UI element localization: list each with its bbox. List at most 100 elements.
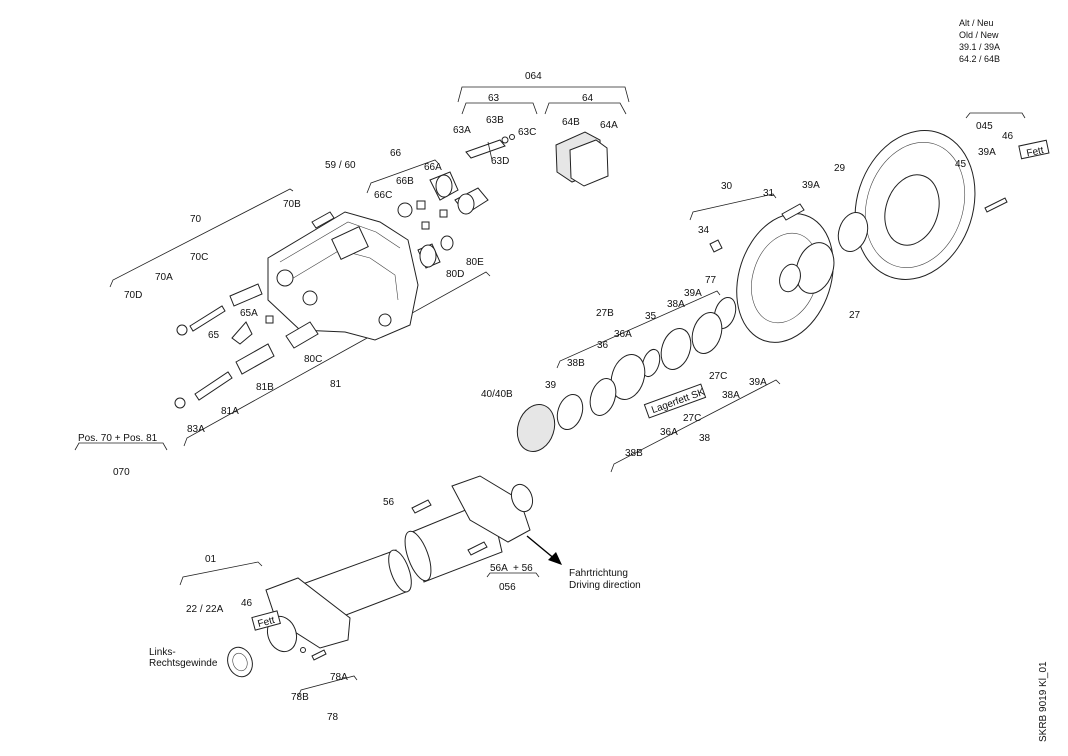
part-66C bbox=[397, 202, 413, 218]
label-01: 01 bbox=[205, 554, 217, 565]
fett-tag-1 bbox=[1018, 139, 1050, 160]
label-63B: 63B bbox=[486, 115, 504, 126]
label-66: 66 bbox=[390, 148, 402, 159]
brake-pad-front bbox=[569, 139, 609, 187]
old-new-legend: Alt / Neu Old / New 39.1 / 39A 64.2 / 64… bbox=[959, 18, 1000, 64]
label-64: 64 bbox=[582, 93, 594, 104]
label-driving-direction: Driving direction bbox=[569, 580, 641, 591]
label-70C: 70C bbox=[190, 252, 208, 263]
label-35: 35 bbox=[645, 311, 657, 322]
bracket-78 bbox=[297, 675, 358, 698]
legend-line-3: 39.1 / 39A bbox=[959, 42, 1000, 52]
label-36A-a: 36A bbox=[614, 329, 632, 340]
label-27B: 27B bbox=[596, 308, 614, 319]
bolt-56 bbox=[411, 499, 432, 514]
label-38A-a: 38A bbox=[667, 299, 685, 310]
label-27: 27 bbox=[849, 310, 861, 321]
label-36A-b: 36A bbox=[660, 427, 678, 438]
caliper-window bbox=[331, 226, 369, 260]
label-65A: 65A bbox=[240, 308, 258, 319]
stud-31 bbox=[781, 203, 805, 221]
axle-stub-group: 56 56A + 56 056 Fahrtrichtung Driving di… bbox=[383, 475, 641, 593]
label-64B: 64B bbox=[562, 117, 580, 128]
legend-line-4: 64.2 / 64B bbox=[959, 54, 1000, 64]
label-70: 70 bbox=[190, 214, 202, 225]
caliper-bore-2 bbox=[302, 290, 318, 306]
label-39A-a: 39A bbox=[978, 147, 996, 158]
label-81: 81 bbox=[330, 379, 342, 390]
nut-22 bbox=[227, 646, 253, 678]
label-66A: 66A bbox=[424, 162, 442, 173]
hub-bore bbox=[779, 263, 801, 293]
label-39A-b: 39A bbox=[802, 180, 820, 191]
part-66-boot-ring bbox=[457, 193, 475, 215]
caliper-housing bbox=[267, 211, 419, 341]
caliper-detail-1 bbox=[279, 221, 401, 263]
bracket-66 bbox=[366, 159, 439, 194]
label-38: 38 bbox=[699, 433, 711, 444]
bracket-63 bbox=[461, 102, 538, 115]
label-78A: 78A bbox=[330, 672, 348, 683]
label-30: 30 bbox=[721, 181, 733, 192]
part-66B bbox=[416, 200, 426, 210]
axle-group-01: Fett 01 22 / 22A 46 Links- Rechtsgewinde… bbox=[149, 549, 412, 723]
brake-pad-group-064: 064 63 64 63B 63A 63C 63D 64B 64A bbox=[453, 71, 630, 187]
label-65: 65 bbox=[208, 330, 220, 341]
label-40-40B: 40/40B bbox=[481, 389, 513, 400]
fett-label-2: Fett bbox=[257, 615, 277, 630]
label-80E: 80E bbox=[466, 257, 484, 268]
label-66C: 66C bbox=[374, 190, 392, 201]
cap-83A bbox=[174, 397, 186, 409]
part-65A bbox=[265, 315, 274, 324]
sleeve-80C bbox=[285, 321, 319, 349]
label-80D: 80D bbox=[446, 269, 464, 280]
label-38A-b: 38A bbox=[722, 390, 740, 401]
label-63D: 63D bbox=[491, 156, 509, 167]
label-70D: 70D bbox=[124, 290, 142, 301]
nut-22-inner bbox=[232, 652, 248, 672]
sleeve-70C bbox=[229, 283, 263, 307]
caliper-detail-2 bbox=[289, 249, 399, 301]
label-56: 56 bbox=[383, 497, 395, 508]
label-63C: 63C bbox=[518, 127, 536, 138]
bolt-56A bbox=[467, 541, 488, 556]
bearing-group: Lagerfett SK 77 39A 27B 38A 35 36A 36 38… bbox=[481, 275, 781, 473]
label-064: 064 bbox=[525, 71, 542, 82]
label-66B: 66B bbox=[396, 176, 414, 187]
label-46-b: 46 bbox=[241, 598, 253, 609]
driving-direction-arrow-line bbox=[526, 535, 557, 561]
caliper-bore-1 bbox=[276, 269, 294, 287]
label-70B: 70B bbox=[283, 199, 301, 210]
label-83A: 83A bbox=[187, 424, 205, 435]
bearing-36 bbox=[610, 354, 646, 400]
part-66-small bbox=[421, 221, 430, 230]
disc-hat bbox=[884, 174, 940, 246]
label-36: 36 bbox=[597, 340, 609, 351]
ring-39 bbox=[556, 393, 584, 431]
part-80D-ring bbox=[419, 244, 437, 268]
axle-tube-right-end bbox=[404, 530, 432, 582]
bracket-70 bbox=[109, 188, 294, 288]
label-63A: 63A bbox=[453, 125, 471, 136]
washer-70D bbox=[176, 324, 188, 336]
label-80C: 80C bbox=[304, 354, 322, 365]
label-links: Links- bbox=[149, 647, 176, 658]
bracket-64 bbox=[544, 102, 627, 115]
bracket-045 bbox=[965, 112, 1026, 119]
pin-78A bbox=[311, 649, 327, 661]
label-056: 056 bbox=[499, 582, 516, 593]
drawing-id: SKRB 9019 Kl_01 bbox=[1038, 661, 1049, 742]
pin-70B bbox=[311, 211, 335, 229]
label-plus-56: + 56 bbox=[513, 563, 533, 574]
label-81B: 81B bbox=[256, 382, 274, 393]
bracket-30 bbox=[689, 193, 777, 221]
driving-direction-arrow-head bbox=[548, 552, 562, 565]
bolt-81A bbox=[194, 371, 233, 401]
axle-spindle-right bbox=[510, 483, 534, 513]
label-78: 78 bbox=[327, 712, 339, 723]
label-64A: 64A bbox=[600, 120, 618, 131]
bracket-056 bbox=[486, 572, 540, 578]
label-rechtsgewinde: Rechtsgewinde bbox=[149, 658, 218, 669]
part-80E bbox=[440, 235, 454, 251]
bracket-81 bbox=[183, 271, 491, 447]
